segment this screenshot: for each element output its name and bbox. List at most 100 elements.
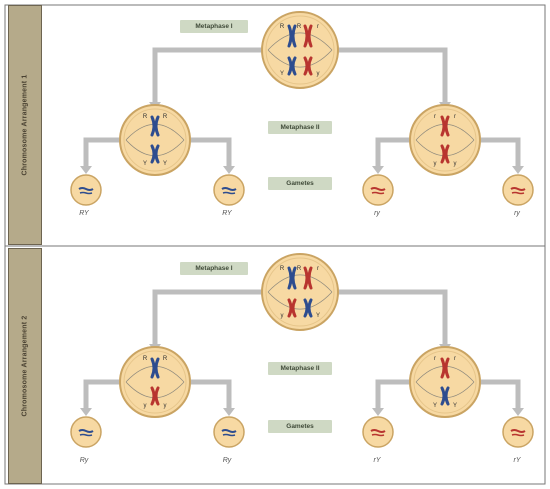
panel-1-gamete-4	[502, 174, 534, 206]
panel-2-side-label-text: Chromosome Arrangement 2	[21, 315, 29, 417]
panel-2-left-chrom-bottom-b	[154, 386, 160, 406]
panel-2-gamete-4	[502, 416, 534, 448]
panel-2-right-allele-1: r	[434, 356, 436, 362]
panel-2-gamete-label-4: rY	[513, 457, 521, 464]
panel-2-arrow-m2-4-head	[512, 408, 524, 416]
panel-2-metaphase1-cell-membrane	[261, 253, 339, 331]
panel-2-gamete-2-chromosome-1	[221, 429, 237, 433]
panel-2-metaphase1-spindle-bottom	[267, 291, 333, 310]
panel-2-parent-allele-4: r	[317, 266, 319, 272]
panel-1-arrow-m1-left	[152, 47, 300, 102]
panel-1-gamete-2	[213, 174, 245, 206]
panel-1-gamete-4-chromosome-1	[510, 187, 526, 191]
panel-2-arrow-m2-1-head	[80, 408, 92, 416]
panel-2-right-chrom-bottom-b	[444, 386, 450, 406]
panel-2-parent-allele-1: R	[280, 266, 285, 272]
panel-2-parent-chrom-y2-b	[307, 298, 313, 318]
panel-2-gamete-2	[213, 416, 245, 448]
panel-2-right-chrom-top-a	[440, 357, 446, 379]
panel-1-gamete-label-2: RY	[222, 210, 232, 217]
panel-1-parent-chrom-r2-a	[303, 24, 309, 48]
panel-2-left-allele-4: y	[164, 403, 167, 409]
figure-frame	[4, 4, 546, 485]
panel-2-metaphase1-label: Metaphase I	[180, 262, 248, 275]
panel-1-parent-allele-8: y	[317, 71, 320, 77]
panel-2-gamete-1-chromosome-2	[79, 433, 93, 437]
panel-1-parent-chrom-r1-a	[287, 24, 293, 48]
panel-1-left-allele-1: R	[143, 114, 148, 120]
panel-2-metaphase1-cell-inner-ring	[265, 257, 335, 327]
panel-2-right-chrom-top-b	[444, 357, 450, 379]
panel-1-left-chrom-bottom-a	[150, 144, 156, 164]
panel-1-left-chrom-top-a	[150, 115, 156, 137]
panel-2-gamete-label-1: Ry	[79, 457, 89, 464]
panel-2-side-label: Chromosome Arrangement 2	[8, 248, 42, 484]
panel-1-gamete-1	[70, 174, 102, 206]
panel-1-side-label-text: Chromosome Arrangement 1	[21, 74, 29, 176]
panel-1-metaphase2-left-cell-membrane	[119, 104, 191, 176]
panel-1-parent-chrom-r2-b	[307, 24, 313, 48]
panel-2-parent-chrom-y1-a	[287, 298, 293, 318]
panel-1-left-chrom-bottom-b	[154, 144, 160, 164]
panel-2-right-allele-2: r	[454, 356, 456, 362]
panel-1-parent-allele-5: Y	[280, 71, 284, 77]
panel-1-gamete-2-chromosome-1	[221, 187, 237, 191]
panel-2-parent-chrom-r1-b	[291, 266, 297, 290]
panel-2-parent-chrom-y1-b	[291, 298, 297, 318]
panel-1-arrow-m1-right	[300, 47, 448, 102]
panel-2-left-allele-1: R	[143, 356, 148, 362]
panel-1-parent-chrom-y2-a	[303, 56, 309, 76]
panel-1-right-chrom-bottom-b	[444, 144, 450, 164]
panel-2-arrow-m2-3-head	[372, 408, 384, 416]
panel-1-parent-chrom-y1-a	[287, 56, 293, 76]
panel-1-arrow-m2-3-head	[372, 166, 384, 174]
panel-2-metaphase1-spindle-top	[267, 274, 333, 293]
panel-1-gamete-3-chromosome-1	[370, 187, 386, 191]
panel-1-right-allele-4: y	[454, 161, 457, 167]
panel-1-gametes-label: Gametes	[268, 177, 332, 190]
panel-2-right-allele-4: Y	[453, 403, 457, 409]
panel-2-gametes-label: Gametes	[268, 420, 332, 433]
panel-1-gamete-1-chromosome-1	[78, 187, 94, 191]
panel-1-gamete-3	[362, 174, 394, 206]
panel-2-metaphase2-left-cell-inner-ring	[123, 350, 187, 414]
panel-2-left-allele-3: y	[144, 403, 147, 409]
panel-2-metaphase2-left-cell: R Ry y	[119, 346, 191, 418]
panel-1-parent-chrom-y1-b	[291, 56, 297, 76]
panel-2-left-chrom-top-a	[150, 357, 156, 379]
panel-1-right-allele-2: r	[454, 114, 456, 120]
panel-1-parent-chrom-y2-b	[307, 56, 313, 76]
panel-1-arrow-m2-1-head	[80, 166, 92, 174]
panel-2-parent-allele-8: Y	[316, 313, 320, 319]
panel-2-gamete-1-chromosome-1	[78, 429, 94, 433]
panel-2-gamete-3-chromosome-2	[371, 433, 385, 437]
panel-2-gamete-3	[362, 416, 394, 448]
panel-1-metaphase2-right-cell-membrane	[409, 104, 481, 176]
panel-1-side-label: Chromosome Arrangement 1	[8, 5, 42, 245]
panel-2-right-chrom-bottom-a	[440, 386, 446, 406]
panel-2-gamete-label-3: rY	[373, 457, 381, 464]
panel-1-gamete-4-chromosome-2	[511, 191, 525, 195]
panel-2-gamete-3-chromosome-1	[370, 429, 386, 433]
panel-2-parent-allele-5: y	[281, 313, 284, 319]
panel-2-parent-chrom-y2-a	[303, 298, 309, 318]
panel-1-left-chrom-top-b	[154, 115, 160, 137]
panel-1-metaphase2-right-cell-inner-ring	[413, 108, 477, 172]
panel-2-left-chrom-bottom-a	[150, 386, 156, 406]
panel-1-metaphase2-label: Metaphase II	[268, 121, 332, 134]
panel-1-parent-allele-4: r	[317, 24, 319, 30]
panel-1-parent-allele-1: R	[280, 24, 285, 30]
panel-2-parent-allele-2: R	[297, 266, 302, 272]
panel-2-gamete-4-chromosome-1	[510, 429, 526, 433]
panel-2-parent-chrom-r1-a	[287, 266, 293, 290]
panel-1-right-allele-1: r	[434, 114, 436, 120]
panel-1-left-allele-2: R	[163, 114, 168, 120]
panel-2-gamete-label-2: Ry	[222, 457, 232, 464]
panel-2-gamete-2-chromosome-2	[222, 433, 236, 437]
panel-2-left-allele-2: R	[163, 356, 168, 362]
panel-2-arrow-m1-left	[152, 289, 300, 344]
